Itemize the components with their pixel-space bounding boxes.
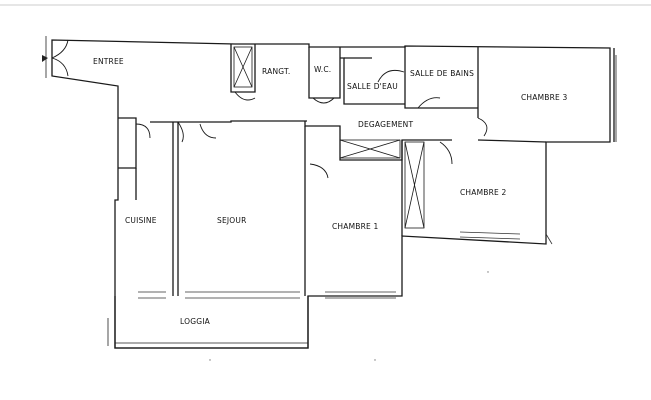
label-chambre-3: CHAMBRE 3 (521, 93, 568, 102)
scan-speck (487, 271, 489, 273)
interior-walls (118, 44, 547, 296)
label-rangt: RANGT. (262, 67, 290, 76)
label-sejour: SEJOUR (217, 216, 247, 225)
label-wc: W.C. (314, 65, 331, 74)
label-cuisine: CUISINE (125, 216, 157, 225)
label-salle-deau: SALLE D'EAU (347, 82, 398, 91)
label-chambre-2: CHAMBRE 2 (460, 188, 507, 197)
scan-speck (374, 359, 376, 361)
doors (42, 36, 488, 179)
scan-speck (209, 359, 211, 361)
loggia-outline (107, 296, 309, 349)
label-degagement: DEGAGEMENT (358, 120, 413, 129)
label-salle-de-bains: SALLE DE BAINS (410, 69, 474, 78)
label-chambre-1: CHAMBRE 1 (332, 222, 379, 231)
entrance-arrow-icon (42, 55, 48, 62)
label-loggia: LOGGIA (180, 317, 211, 326)
windows (138, 231, 553, 299)
label-entree: ENTREE (93, 57, 124, 66)
